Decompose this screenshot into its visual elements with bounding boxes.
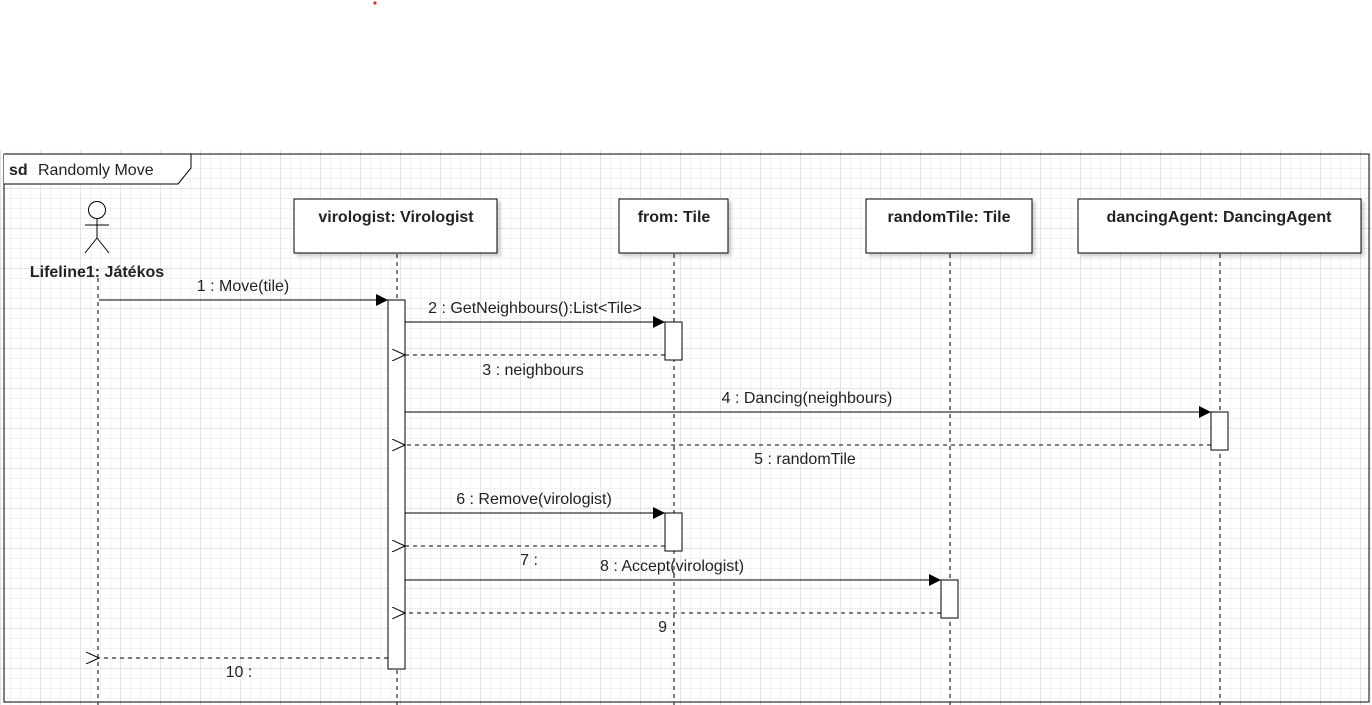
frame-tab [4,153,192,185]
message-1-label: 1 : Move(tile) [197,278,289,295]
activation-virologist [387,299,406,670]
actor-icon [84,201,110,254]
actor-label: Lifeline1: Játékos [30,264,164,281]
message-10-label: 10 : [226,664,253,681]
activation-from-2 [664,512,683,552]
lifeline-dancingagent-box[interactable] [1077,198,1362,254]
frame-border [3,153,1370,703]
message-2-label: 2 : GetNeighbours():List<Tile> [428,300,642,317]
lifeline-randomtile-box[interactable] [865,198,1033,254]
message-3-label: 3 : neighbours [482,362,583,379]
message-9-label: 9 : [658,619,676,636]
message-5-label: 5 : randomTile [754,451,856,468]
activation-from-1 [664,321,683,361]
marker-dot [373,1,377,5]
lifeline-randomtile-label: randomTile: Tile [888,209,1011,226]
message-7-label: 7 : [520,552,538,569]
lifeline-from-label: from: Tile [638,209,711,226]
message-4-label: 4 : Dancing(neighbours) [722,390,893,407]
lifeline-virologist-label: virologist: Virologist [318,209,474,226]
activation-dancingagent [1210,411,1229,451]
message-8-label: 8 : Accept(virologist) [600,558,744,575]
frame-title: Randomly Move [38,162,154,179]
message-6-label: 6 : Remove(virologist) [456,491,612,508]
lifeline-from-box[interactable] [618,198,729,254]
lifeline-dancingagent-label: dancingAgent: DancingAgent [1107,209,1333,226]
activation-randomtile [940,579,959,619]
frame-keyword: sd [9,162,28,179]
lifeline-virologist-box[interactable] [293,198,498,254]
